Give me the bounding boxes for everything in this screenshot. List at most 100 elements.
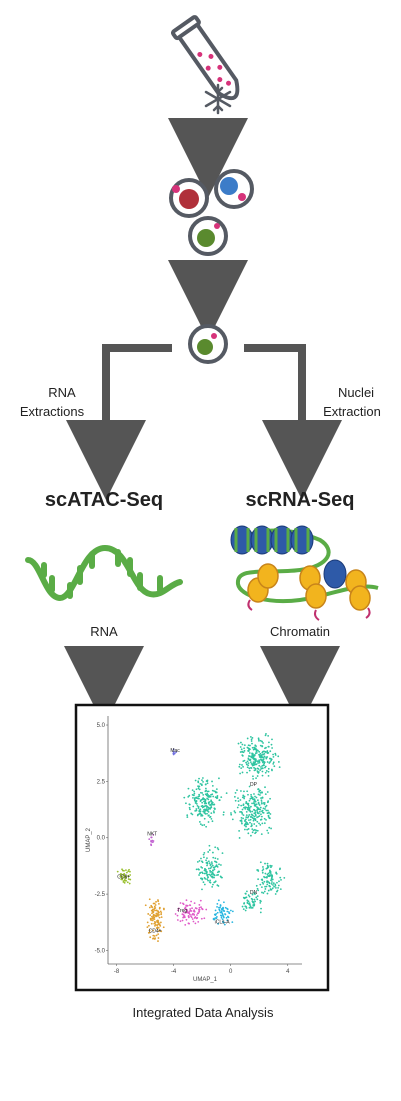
scatter-point-dp [241, 822, 243, 825]
scatter-point-dn [242, 908, 245, 910]
scatter-point-dn [261, 869, 264, 872]
scatter-point-dn [276, 889, 279, 892]
scatter-point-dn [263, 880, 266, 883]
scatter-point-treg [191, 907, 193, 910]
scatter-point-treg [179, 902, 182, 904]
scatter-point-dp [247, 755, 250, 757]
scatter-point-cd4 [156, 919, 159, 922]
scatter-point-dp [253, 800, 256, 803]
scatter-point-dn [267, 866, 270, 868]
scatter-point-dp [204, 790, 207, 793]
scatter-point-dp [260, 813, 262, 816]
scatter-point-nkt [150, 843, 152, 846]
scatter-point-dp [193, 798, 196, 801]
scatter-point-dp [197, 787, 200, 790]
scatter-point-dp [209, 795, 212, 798]
scatter-point-dp [212, 873, 214, 875]
scatter-point-dp [267, 734, 270, 737]
scatter-point-dp [266, 751, 268, 753]
scatter-point-dp [264, 766, 266, 769]
scatter-point-dn [259, 899, 262, 902]
scatter-point-dp [202, 853, 205, 856]
cluster-label: Mac [170, 748, 180, 754]
scatter-point-dp [253, 823, 256, 825]
scatter-point-dp [215, 791, 218, 794]
scatter-point-dp [241, 812, 244, 815]
scatter-point-dp [233, 810, 236, 813]
scatter-point-dp [257, 768, 260, 770]
scatter-point-icls [222, 906, 224, 909]
scatter-point-treg [198, 903, 201, 906]
scatter-point-cd4 [147, 924, 150, 927]
scatter-point-dp [246, 771, 248, 774]
scatter-point-dp [238, 763, 241, 766]
scatter-point-treg [181, 919, 184, 922]
scatter-point-dn [280, 878, 282, 881]
scatter-point-icls [229, 909, 232, 912]
scatter-point-dp [206, 873, 209, 876]
scatter-point-dp [189, 808, 191, 811]
scatter-point-cd8 [125, 869, 127, 872]
scatter-point-cd8 [119, 875, 122, 878]
scatter-point-dp [194, 802, 197, 804]
scatter-point-dp [241, 808, 244, 811]
scatter-point-treg [176, 914, 179, 917]
scatter-point-dp [262, 742, 264, 744]
scatter-point-dp [259, 752, 262, 755]
scatter-point-dp [244, 806, 247, 809]
x-tick-label: -8 [114, 969, 120, 975]
scatter-point-dp [204, 787, 207, 790]
cluster-label: CD8+ [117, 874, 130, 880]
scatter-point-dn [261, 891, 263, 894]
scatter-point-dp [196, 861, 199, 863]
scatter-point-dp [234, 791, 237, 794]
scatter-point-cd4 [158, 907, 161, 910]
scatter-point-dp [198, 785, 201, 788]
scatter-point-dp [263, 757, 265, 759]
scatter-point-dp [237, 800, 240, 803]
scatter-point-dp [191, 789, 194, 792]
scatter-point-dp [198, 793, 201, 796]
scatter-point-dp [263, 755, 266, 758]
scatter-point-mac [173, 752, 176, 755]
scatter-point-dp [236, 789, 238, 792]
scatter-point-dp [207, 795, 209, 798]
scatter-point-dp [198, 795, 201, 798]
scatter-point-icls [218, 909, 221, 912]
scatter-point-dp [249, 748, 251, 751]
scatter-point-cd8 [129, 874, 132, 876]
scatter-point-dn [277, 884, 280, 887]
scatter-point-dp [214, 846, 217, 849]
scatter-point-dn [250, 906, 252, 909]
scatter-point-dp [249, 818, 252, 821]
scatter-point-cd4 [147, 931, 150, 934]
scatter-point-dp [256, 775, 259, 777]
scatter-point-dp [255, 803, 258, 806]
scatter-point-cd8 [128, 882, 131, 885]
scatter-point-dp [241, 796, 244, 799]
scatter-point-cd4 [153, 907, 156, 910]
scatter-point-dp [207, 798, 210, 801]
scatter-point-dn [244, 909, 247, 912]
scatter-point-dp [255, 745, 257, 748]
scatter-point-dp [206, 857, 208, 860]
scatter-point-dp [216, 874, 218, 877]
scatter-point-dp [257, 815, 260, 818]
scatter-point-dp [250, 813, 253, 816]
scatter-point-cd8 [128, 868, 130, 871]
scatter-point-treg [194, 916, 197, 918]
scatter-point-dn [259, 911, 262, 914]
scatter-point-dp [249, 816, 252, 818]
y-tick-label: 5.0 [97, 723, 106, 729]
scatter-point-dp [201, 861, 204, 864]
scatter-point-dp [251, 737, 254, 739]
scatter-point-dp [213, 803, 216, 806]
cell-icon [188, 324, 228, 364]
scatter-point-dn [267, 889, 270, 892]
scatter-point-dp [221, 852, 224, 855]
scatter-point-dp [241, 750, 244, 753]
scatter-point-dp [243, 797, 246, 800]
scatter-point-cd4 [151, 919, 154, 922]
scatter-point-treg [197, 920, 200, 923]
scatter-point-dn [259, 861, 262, 864]
